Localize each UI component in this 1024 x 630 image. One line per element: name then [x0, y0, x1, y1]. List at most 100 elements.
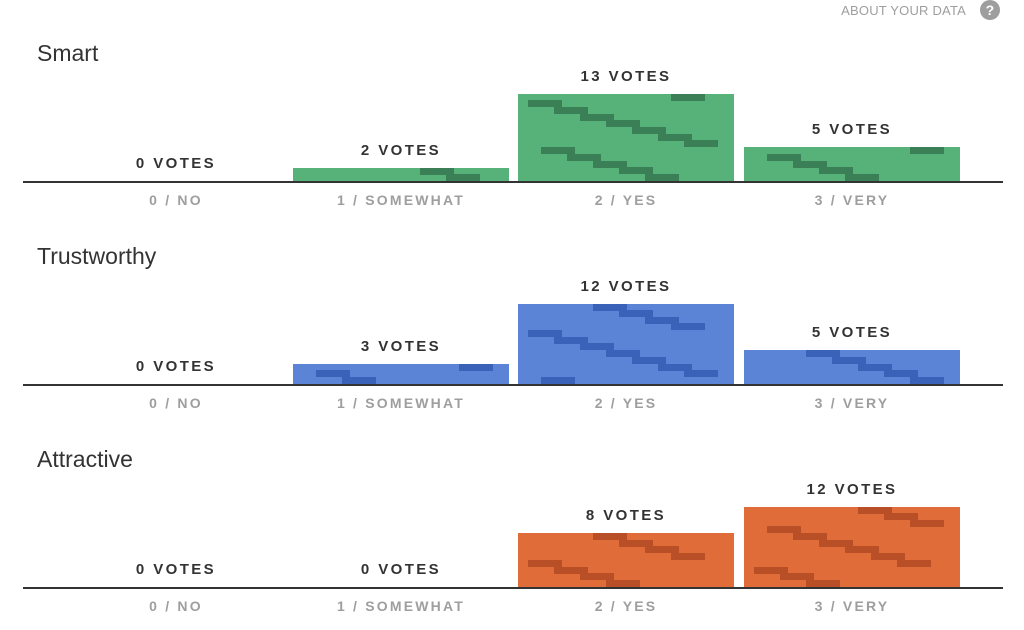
vote-brick — [580, 114, 614, 121]
bar-column: 0 VOTES 0 / NO — [68, 217, 284, 420]
vote-brick — [832, 357, 866, 364]
vote-brick — [580, 343, 614, 350]
vote-brick — [541, 147, 575, 154]
vote-brick — [606, 580, 640, 587]
vote-brick — [606, 350, 640, 357]
vote-brick — [754, 567, 788, 574]
category-label: 2 / YES — [594, 192, 658, 208]
vote-brick — [767, 526, 801, 533]
vote-brick — [684, 140, 718, 147]
category-label: 1 / SOMEWHAT — [336, 395, 466, 411]
bar-column: 0 VOTES 0 / NO — [68, 14, 284, 217]
bar-column: 3 VOTES 1 / SOMEWHAT — [293, 217, 509, 420]
vote-count-label: 0 VOTES — [135, 358, 217, 375]
vote-brick — [316, 370, 350, 377]
bar[interactable] — [518, 533, 734, 587]
category-label: 0 / NO — [149, 395, 203, 411]
vote-brick — [619, 310, 653, 317]
category-label: 3 / VERY — [814, 192, 890, 208]
about-your-data-label: ABOUT YOUR DATA — [841, 2, 966, 18]
vote-brick — [554, 337, 588, 344]
vote-brick — [806, 350, 840, 357]
category-label: 3 / VERY — [814, 395, 890, 411]
chart-title: Attractive — [37, 446, 133, 472]
baseline-axis — [23, 587, 1003, 589]
vote-count-label: 0 VOTES — [135, 561, 217, 578]
vote-brick — [528, 100, 562, 107]
baseline-axis — [23, 181, 1003, 183]
vote-count-label: 2 VOTES — [360, 142, 442, 159]
vote-brick — [593, 533, 627, 540]
vote-brick — [567, 154, 601, 161]
bar-column: 5 VOTES 3 / VERY — [744, 217, 960, 420]
vote-brick — [845, 546, 879, 553]
category-label: 0 / NO — [149, 598, 203, 614]
vote-brick — [606, 120, 640, 127]
vote-brick — [684, 370, 718, 377]
vote-count-label: 3 VOTES — [360, 338, 442, 355]
vote-brick — [793, 533, 827, 540]
vote-count-label: 5 VOTES — [811, 121, 893, 138]
vote-brick — [658, 134, 692, 141]
vote-brick — [619, 540, 653, 547]
chart-section-trustworthy: Trustworthy 0 VOTES 0 / NO 3 VOTES 1 / SOMEW… — [0, 217, 1024, 420]
category-label: 2 / YES — [594, 395, 658, 411]
vote-brick — [910, 147, 944, 154]
vote-brick — [858, 364, 892, 371]
vote-brick — [858, 507, 892, 514]
bar[interactable] — [293, 168, 509, 181]
vote-brick — [459, 364, 493, 371]
bar[interactable] — [744, 350, 960, 384]
vote-brick — [671, 323, 705, 330]
vote-brick — [897, 560, 931, 567]
vote-brick — [554, 567, 588, 574]
vote-brick — [910, 520, 944, 527]
vote-brick — [767, 154, 801, 161]
bar[interactable] — [293, 364, 509, 384]
category-label: 3 / VERY — [814, 598, 890, 614]
vote-brick — [342, 377, 376, 384]
about-your-data-link[interactable]: ABOUT YOUR DATA ? — [841, 0, 1000, 20]
vote-brick — [580, 573, 614, 580]
help-icon[interactable]: ? — [980, 0, 1000, 20]
vote-brick — [528, 330, 562, 337]
vote-count-label: 5 VOTES — [811, 324, 893, 341]
bar[interactable] — [744, 507, 960, 587]
bar[interactable] — [518, 304, 734, 384]
category-label: 1 / SOMEWHAT — [336, 598, 466, 614]
vote-brick — [593, 161, 627, 168]
vote-count-label: 12 VOTES — [806, 481, 898, 498]
vote-brick — [554, 107, 588, 114]
vote-brick — [645, 317, 679, 324]
vote-brick — [806, 580, 840, 587]
bar-column: 12 VOTES 3 / VERY — [744, 420, 960, 623]
vote-count-label: 0 VOTES — [135, 155, 217, 172]
vote-brick — [632, 127, 666, 134]
vote-brick — [884, 513, 918, 520]
vote-count-label: 12 VOTES — [580, 278, 672, 295]
vote-brick — [658, 364, 692, 371]
vote-brick — [671, 553, 705, 560]
category-label: 0 / NO — [149, 192, 203, 208]
vote-brick — [645, 546, 679, 553]
chart-title: Trustworthy — [37, 243, 157, 269]
baseline-axis — [23, 384, 1003, 386]
vote-brick — [528, 560, 562, 567]
vote-brick — [845, 174, 879, 181]
bar-column: 12 VOTES 2 / YES — [518, 217, 734, 420]
vote-brick — [632, 357, 666, 364]
bar[interactable] — [518, 94, 734, 181]
bar[interactable] — [744, 147, 960, 181]
vote-brick — [619, 167, 653, 174]
vote-brick — [420, 168, 454, 175]
category-label: 2 / YES — [594, 598, 658, 614]
vote-brick — [910, 377, 944, 384]
bar-column: 0 VOTES 0 / NO — [68, 420, 284, 623]
vote-brick — [819, 167, 853, 174]
